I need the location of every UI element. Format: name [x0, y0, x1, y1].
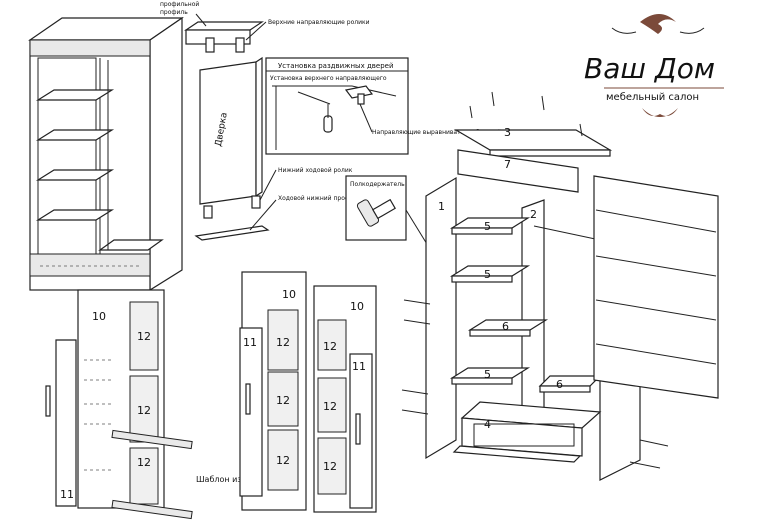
part-1-left-label: 1 [438, 200, 445, 213]
install-title: Установка раздвижных дверей [278, 62, 394, 70]
shelf-5a-label: 5 [484, 220, 491, 233]
shelf-6b-label: 6 [556, 378, 563, 391]
door-c-12b: 12 [323, 400, 337, 413]
brand-logo: Ваш Дом мебельный салон [584, 14, 724, 117]
door-b-10: 10 [282, 288, 296, 301]
shelf-6a-label: 6 [502, 320, 509, 333]
door-b-12c: 12 [276, 454, 290, 467]
part-2-label: 2 [530, 208, 537, 221]
door-c: 10 12 12 12 11 [313, 285, 377, 513]
caption-lower-roller-b: Ходовой нижний профиль [278, 195, 362, 202]
shelf-holder-callout: Полкодержатель [345, 175, 449, 275]
caption-lower-roller-a: Нижний ходовой ролик [278, 167, 353, 174]
door-a: 10 12 12 12 11 Шаблон из ДВП [45, 289, 262, 520]
shelf-5b-label: 5 [484, 268, 491, 281]
door-c-12a: 12 [323, 340, 337, 353]
brand-name: Ваш Дом [584, 52, 715, 85]
door-b-11: 11 [243, 336, 257, 349]
brand-tagline: мебельный салон [606, 92, 699, 103]
door-panel: Дверка Нижний ходовой ролик Ходовой нижн… [194, 56, 362, 241]
door-c-12c: 12 [323, 460, 337, 473]
door-a-12b: 12 [137, 404, 151, 417]
install-note-b: Направляющие выравнивать по боковой пане… [372, 129, 526, 136]
door-a-12a: 12 [137, 330, 151, 343]
part-4-label: 4 [484, 418, 491, 431]
shelf-5c-label: 5 [484, 368, 491, 381]
door-b: 10 12 12 12 11 [239, 271, 307, 511]
install-inset: Установка раздвижных дверей Установка ве… [265, 57, 526, 155]
door-c-11: 11 [352, 360, 366, 373]
door-a-11: 11 [60, 488, 74, 501]
template-label: Шаблон из ДВП [196, 475, 262, 484]
part-3-label: 3 [504, 126, 511, 139]
door-a-12c: 12 [137, 456, 151, 469]
assembled-wardrobe [28, 16, 184, 292]
caption-top-b: профиль [160, 9, 188, 16]
holder-label: Полкодержатель [350, 181, 405, 188]
exploded-carcass: 3 7 1 2 5 5 6 5 6 1 [401, 91, 719, 481]
install-note-a: Установка верхнего направляющего [270, 75, 387, 82]
caption-top-a: профильной [160, 1, 199, 8]
door-b-12b: 12 [276, 394, 290, 407]
door-c-10: 10 [350, 300, 364, 313]
part-7-label: 7 [504, 158, 511, 171]
top-profile: профильной профиль Верхние направляющие … [160, 1, 370, 53]
door-b-12a: 12 [276, 336, 290, 349]
door-a-10: 10 [92, 310, 106, 323]
caption-upper-roller: Верхние направляющие ролики [268, 19, 370, 26]
